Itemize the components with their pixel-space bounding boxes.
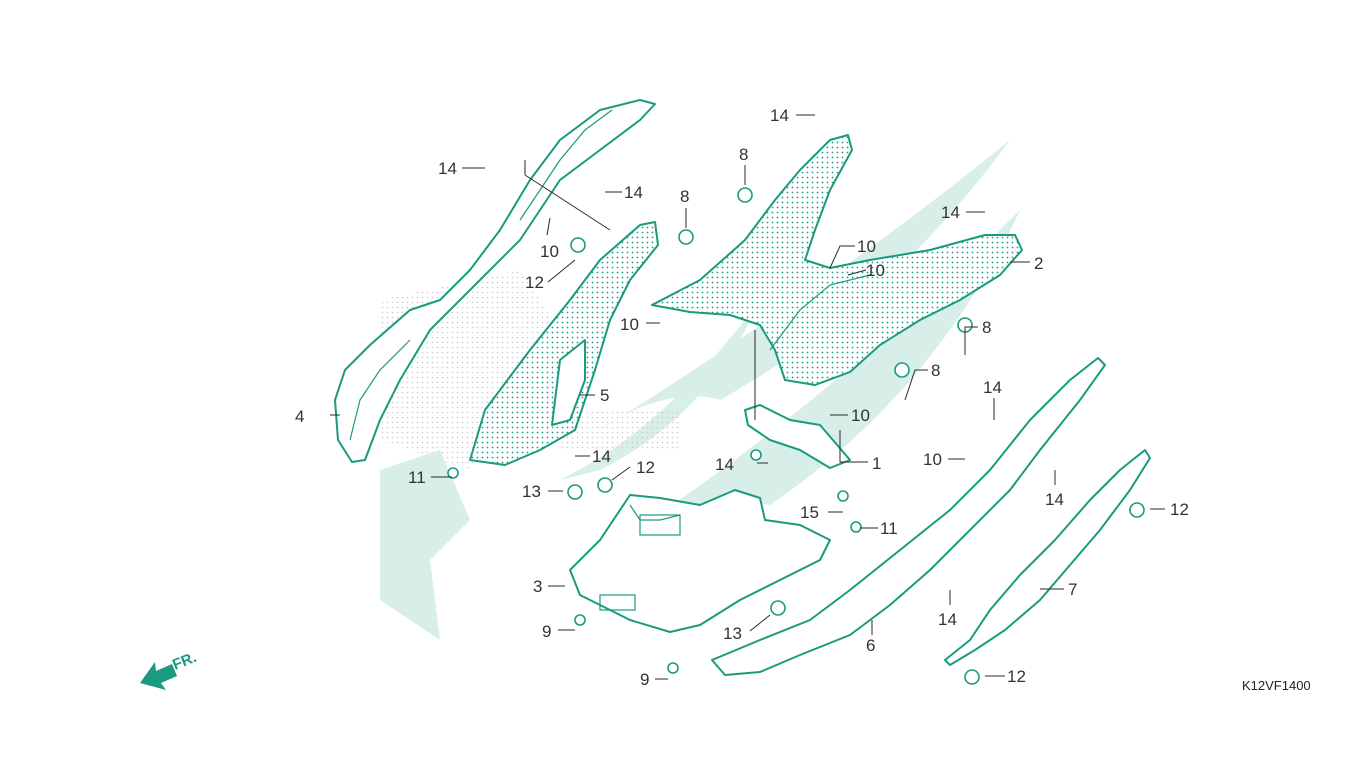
callout-label: 15 (800, 503, 819, 522)
callout-label: 6 (866, 636, 875, 655)
callout-label: 9 (542, 622, 551, 641)
callout-label: 11 (880, 519, 898, 538)
front-arrow: FR. (140, 649, 199, 690)
front-arrow-label: FR. (170, 649, 199, 674)
part-5-inner-side-cover (469, 221, 659, 466)
callout-label: 10 (620, 315, 639, 334)
callout-label: 14 (715, 455, 734, 474)
callout-label: 14 (624, 183, 643, 202)
part-7-right-trim (944, 449, 1151, 666)
callout-label: 13 (522, 482, 541, 501)
callout-label: 12 (1170, 500, 1189, 519)
callout-label: 3 (533, 577, 542, 596)
callout-label: 10 (866, 261, 885, 280)
callout-label: 14 (438, 159, 457, 178)
part-1-center-bracket (744, 404, 851, 469)
part-6-side-skirt (711, 357, 1106, 676)
callout-label: 8 (739, 145, 748, 164)
drawing-code: K12VF1400 (1242, 678, 1311, 693)
callout-label: 9 (640, 670, 649, 689)
front-arrow-icon (140, 662, 177, 690)
callout-labels: 1 2 3 4 5 6 7 8 8 8 8 9 9 10 10 10 10 10… (295, 106, 1189, 689)
callout-label: 10 (857, 237, 876, 256)
callout-label: 8 (931, 361, 940, 380)
callout-label: 7 (1068, 580, 1077, 599)
callout-label: 10 (540, 242, 559, 261)
part-3-under-cover (569, 489, 831, 633)
callout-label: 14 (1045, 490, 1064, 509)
callout-label: 1 (872, 454, 881, 473)
callout-label: 8 (680, 187, 689, 206)
callout-label: 5 (600, 386, 609, 405)
callout-label: 14 (983, 378, 1002, 397)
callout-label: 13 (723, 624, 742, 643)
fasteners (447, 187, 1145, 685)
callout-label: 4 (295, 407, 304, 426)
callout-label: 10 (851, 406, 870, 425)
callout-label: 10 (923, 450, 942, 469)
callout-label: 11 (408, 468, 426, 487)
callout-label: 12 (1007, 667, 1026, 686)
callout-label: 14 (938, 610, 957, 629)
part-2-floor-panel (651, 134, 1023, 386)
part-4-left-side-cover (334, 99, 656, 463)
callout-label: 14 (941, 203, 960, 222)
leader-lines (330, 114, 1165, 680)
callout-label: 12 (525, 273, 544, 292)
callout-label: 12 (636, 458, 655, 477)
callout-label: 14 (592, 447, 611, 466)
callout-label: 14 (770, 106, 789, 125)
callout-label: 8 (982, 318, 991, 337)
callout-label: 2 (1034, 254, 1043, 273)
